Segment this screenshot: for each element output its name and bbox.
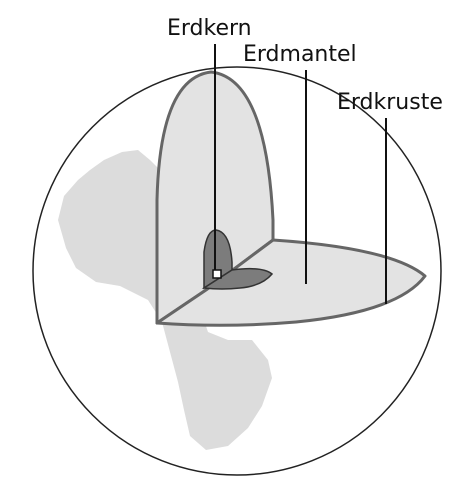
core-label: Erdkern: [167, 16, 252, 41]
crust-label: Erdkruste: [337, 90, 443, 115]
mantle-label: Erdmantel: [243, 42, 357, 67]
core-center-marker: [213, 270, 221, 278]
